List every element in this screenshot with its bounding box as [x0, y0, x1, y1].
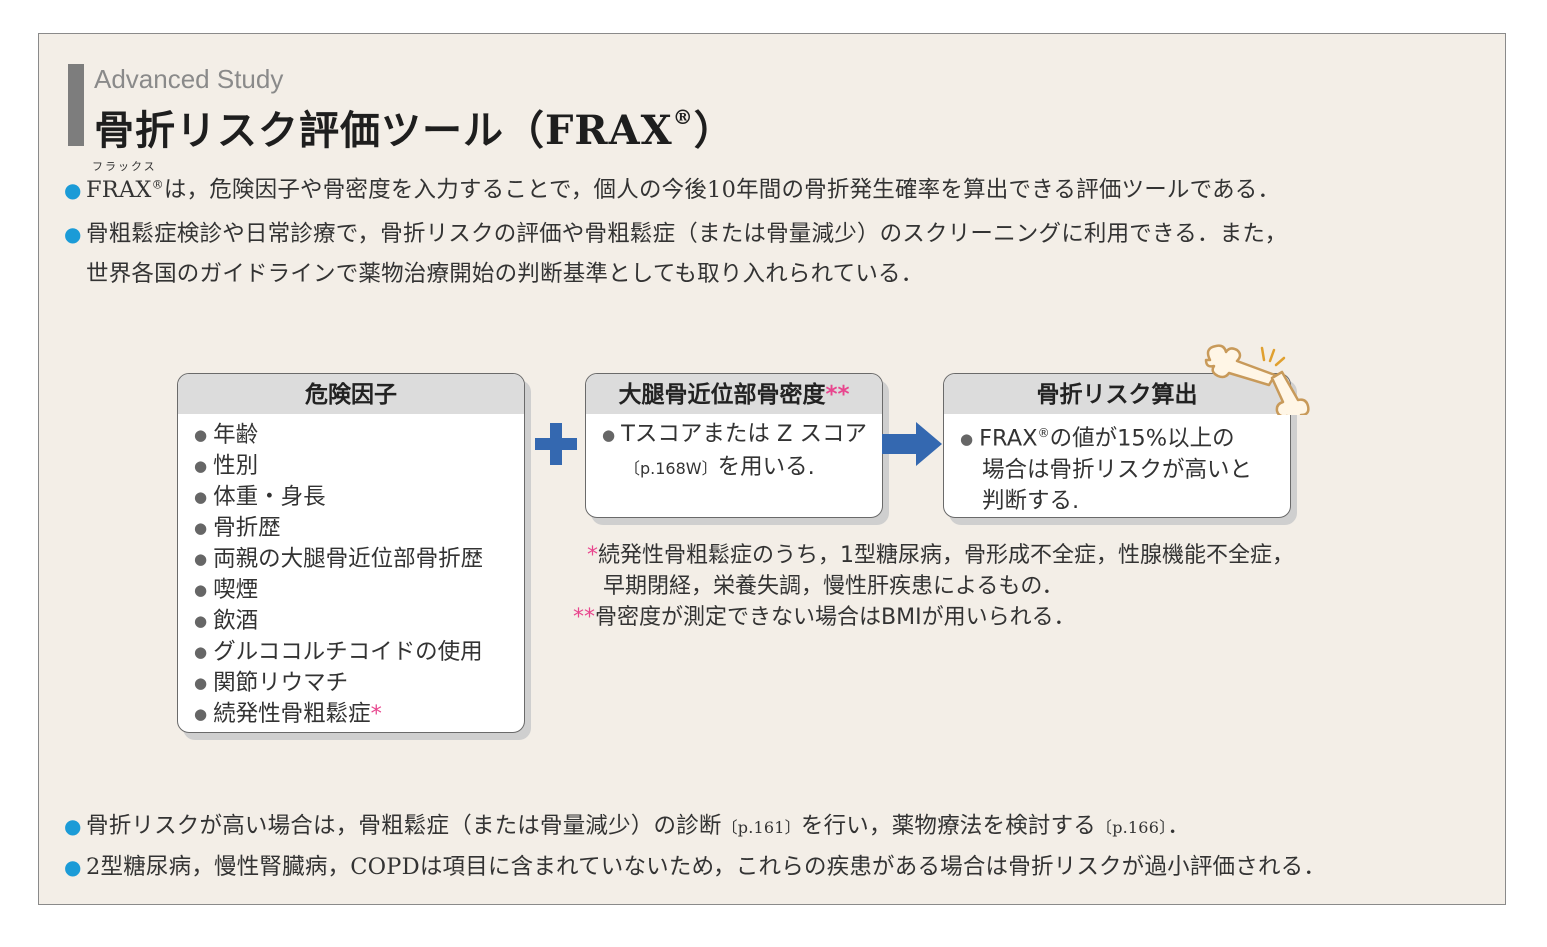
plus-icon-vertical — [550, 423, 562, 465]
page-title: 骨折リスク評価ツール（FRAX®） — [94, 104, 735, 154]
bullet-dot-icon: ● — [64, 222, 82, 246]
title-accent-bar — [68, 64, 84, 146]
intro-bullet-2-cont: 世界各国のガイドラインで薬物治療開始の判断基準としても取り入れられている． — [86, 261, 924, 287]
risk-factors-box: 危険因子 ●年齢 ●性別 ●体重・身長 ●骨折歴 ●両親の大腿骨近位部骨折歴 ●… — [177, 373, 525, 733]
list-item: ●飲酒 — [194, 608, 259, 634]
asterisk-mark: * — [370, 701, 382, 727]
intro-bullet-1: フラックス ●FRAX®は，危険因子や骨密度を入力することで，個人の今後10年間… — [64, 160, 1281, 203]
risk-calculation-box: 骨折リスク算出 ●FRAX®の値が15%以上の 場合は骨折リスクが高いと 判断す… — [943, 373, 1291, 518]
list-item: ●グルココルチコイドの使用 — [194, 639, 483, 665]
list-item: ●体重・身長 — [194, 484, 326, 510]
list-item: ●性別 — [194, 453, 259, 479]
list-item: ●喫煙 — [194, 577, 259, 603]
list-item: ●続発性骨粗鬆症* — [194, 701, 382, 727]
footnotes: *続発性骨粗鬆症のうち，1型糖尿病，骨形成不全症，性腺機能不全症， 早期閉経，栄… — [573, 543, 1294, 630]
bullet-dot-icon: ● — [64, 855, 82, 879]
bullet-dot-icon: ● — [64, 178, 82, 202]
bullet-dot-icon: ● — [64, 814, 82, 838]
footer-bullet-1: ●骨折リスクが高い場合は，骨粗鬆症（または骨量減少）の診断〔p.161〕を行い，… — [64, 813, 1190, 839]
list-item: ●骨折歴 — [194, 515, 281, 541]
list-item: ●両親の大腿骨近位部骨折歴 — [194, 546, 484, 572]
footer-bullet-2: ●2型糖尿病，慢性腎臓病，COPDは項目に含まれていないため，これらの疾患がある… — [64, 854, 1327, 880]
frax-ruby: フラックス — [92, 160, 157, 173]
right-arrow-icon — [882, 422, 942, 466]
section-kicker: Advanced Study — [94, 64, 284, 94]
list-item: ●年齢 — [194, 422, 259, 448]
bone-density-heading: 大腿骨近位部骨密度** — [586, 374, 882, 414]
risk-factors-heading: 危険因子 — [178, 374, 524, 414]
bone-density-box: 大腿骨近位部骨密度** ●Tスコアまたは Z スコア 〔p.168W〕を用いる. — [585, 373, 883, 518]
intro-bullet-2: ●骨粗鬆症検診や日常診療で，骨折リスクの評価や骨粗鬆症（または骨量減少）のスクリ… — [64, 221, 1288, 247]
risk-calculation-heading: 骨折リスク算出 — [944, 374, 1290, 414]
list-item: ●関節リウマチ — [194, 670, 349, 696]
risk-factor-list: ●年齢 ●性別 ●体重・身長 ●骨折歴 ●両親の大腿骨近位部骨折歴 ●喫煙 ●飲… — [194, 420, 510, 730]
broken-bone-icon — [1204, 344, 1310, 415]
